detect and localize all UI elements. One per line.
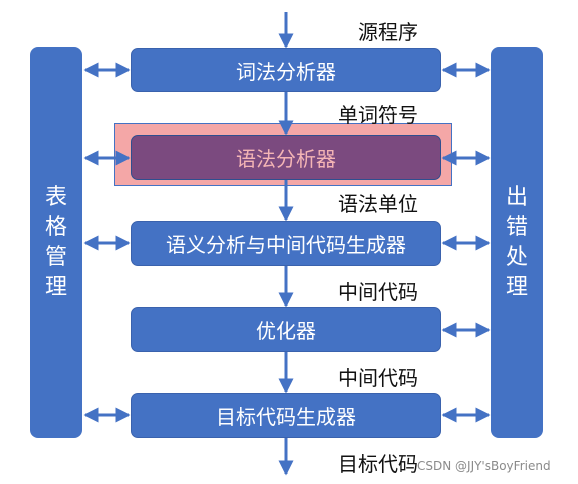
error-handling-label: 出错处理 <box>505 184 528 300</box>
stage-lexer: 词法分析器 <box>131 48 441 92</box>
label-intermediate-code-1: 中间代码 <box>338 280 418 304</box>
label-target-code: 目标代码 <box>338 452 418 476</box>
stage-codegen-label: 目标代码生成器 <box>216 405 356 429</box>
table-management-column: 表格管理 <box>30 47 82 438</box>
stage-optimizer: 优化器 <box>131 307 441 352</box>
error-handling-column: 出错处理 <box>491 47 543 438</box>
stage-optimizer-label: 优化器 <box>256 319 316 343</box>
stage-semantic: 语义分析与中间代码生成器 <box>131 221 441 266</box>
stage-codegen: 目标代码生成器 <box>131 393 441 438</box>
label-intermediate-code-2: 中间代码 <box>338 366 418 390</box>
stage-semantic-label: 语义分析与中间代码生成器 <box>166 233 406 257</box>
label-source-program: 源程序 <box>358 20 418 44</box>
table-management-label: 表格管理 <box>44 184 67 300</box>
stage-parser: 语法分析器 <box>131 135 441 180</box>
label-tokens: 单词符号 <box>338 103 418 127</box>
watermark: CSDN @JJY'sBoyFriend <box>417 459 551 473</box>
stage-parser-label: 语法分析器 <box>236 147 336 171</box>
stage-lexer-label: 词法分析器 <box>236 59 336 84</box>
label-syntax-units: 语法单位 <box>338 192 418 216</box>
